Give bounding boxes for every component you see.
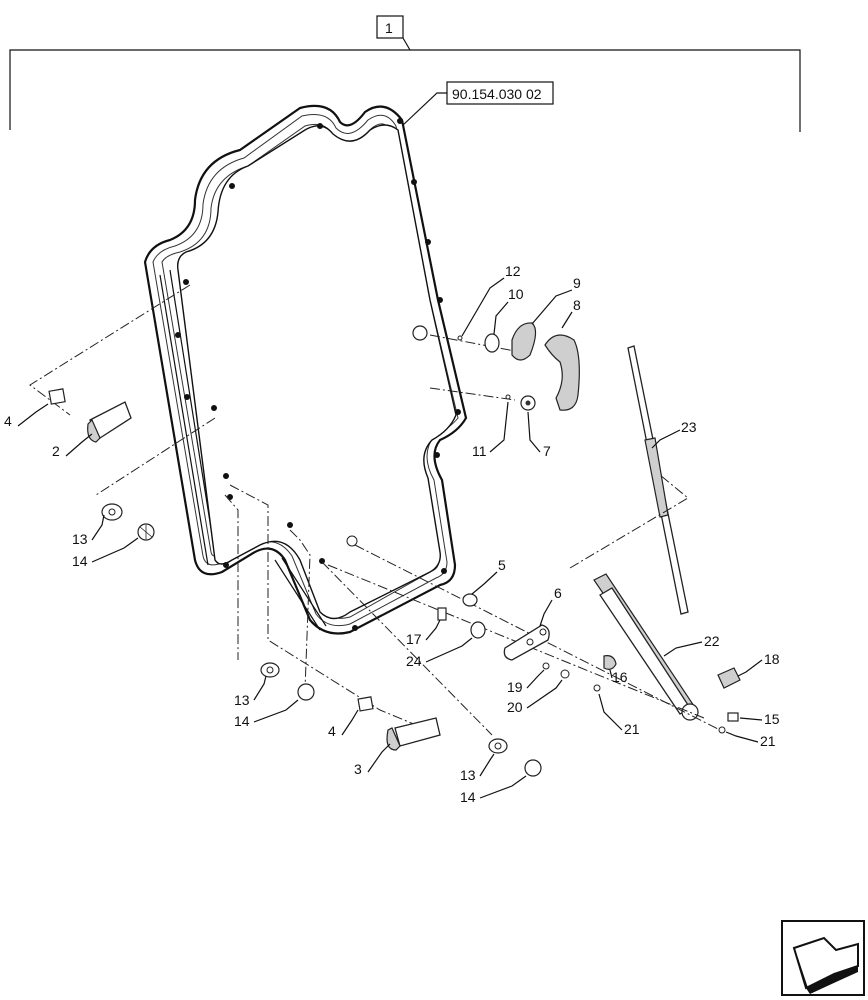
wiper-motor-fasteners[interactable] [717,667,741,734]
callout-22: 22 [704,633,720,649]
reference-callout[interactable]: 90.154.030 02 [401,81,554,127]
callout-4a: 4 [4,413,12,429]
callout-19: 19 [507,679,523,695]
callout-8: 8 [573,297,581,313]
door-latch-assembly[interactable] [412,322,580,411]
hinge-lower[interactable] [357,696,441,751]
fastener-set-lower[interactable] [260,662,542,777]
callout-21a: 21 [624,721,640,737]
callout-5: 5 [498,557,506,573]
callout-18: 18 [764,651,780,667]
callout-11: 11 [472,443,487,459]
callout-13c: 13 [460,767,476,783]
callout-4b: 4 [328,723,336,739]
glass-pane [176,124,457,620]
callout-14b: 14 [234,713,250,729]
assembly-label: 1 [385,20,393,36]
callout-9: 9 [573,275,581,291]
callout-14c: 14 [460,789,476,805]
fastener-set-left[interactable] [101,503,155,541]
callout-labels: 4 2 13 14 13 14 4 3 13 14 12 10 9 8 11 7… [4,263,780,805]
callout-24: 24 [406,653,422,669]
callout-12: 12 [505,263,521,279]
callout-2: 2 [52,443,60,459]
hinge-lower-guides [224,484,493,736]
callout-7: 7 [543,443,551,459]
callout-17: 17 [406,631,422,647]
reference-label: 90.154.030 02 [452,86,542,102]
wiper-linkage[interactable] [346,535,617,692]
callout-16: 16 [612,669,628,685]
hinge-upper[interactable] [29,284,216,496]
callout-13b: 13 [234,692,250,708]
return-arrow-icon[interactable] [781,920,865,996]
frame-rivets [175,118,461,631]
callout-23: 23 [681,419,697,435]
callout-3: 3 [354,761,362,777]
callout-13a: 13 [72,531,88,547]
callout-20: 20 [507,699,523,715]
callout-6: 6 [554,585,562,601]
callout-10: 10 [508,286,524,302]
callout-15: 15 [764,711,780,727]
callout-14a: 14 [72,553,88,569]
callout-21b: 21 [760,733,776,749]
wiper-blade[interactable] [569,345,689,615]
assembly-bracket: 1 [9,15,801,132]
